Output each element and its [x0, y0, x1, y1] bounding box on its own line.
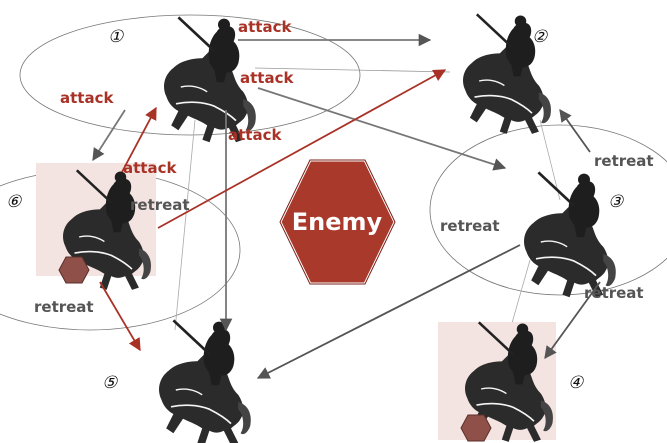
label-retreat-6-5: retreat	[34, 298, 94, 316]
label-attack-1-3: attack	[240, 69, 294, 87]
enemy-label: Enemy	[292, 208, 383, 236]
orbit-arc-top-left	[19, 14, 361, 136]
knight-number-1: ①	[108, 27, 124, 47]
knight-number-2: ②	[532, 27, 548, 47]
label-retreat-3-5: retreat	[440, 217, 500, 235]
arrow-3-to-4	[544, 281, 601, 360]
arrow-6-to-5	[99, 281, 141, 352]
label-attack-1-6: attack	[60, 89, 114, 107]
arrow-6-to-1	[121, 106, 157, 173]
guide-line	[539, 119, 561, 201]
arrow-1-to-6	[92, 109, 126, 162]
knight-number-4: ④	[568, 373, 584, 393]
arrow-1-to-3	[257, 87, 507, 171]
knight-number-3: ③	[608, 192, 624, 212]
knight-3[interactable]	[522, 171, 618, 299]
label-attack-6-1: attack	[123, 159, 177, 177]
small-hexagon-4	[460, 414, 492, 442]
knight-5[interactable]	[157, 319, 253, 443]
label-attack-1-2: attack	[238, 18, 292, 36]
small-hexagon-6	[58, 256, 90, 284]
guide-line	[509, 259, 531, 331]
label-retreat-3-4: retreat	[584, 284, 644, 302]
arrow-3-to-5	[256, 244, 521, 379]
enemy-hexagon[interactable]: Enemy	[278, 158, 397, 286]
orbit-arc-right	[429, 124, 667, 296]
arrow-3-to-2	[559, 108, 591, 153]
guide-line	[254, 67, 451, 73]
arrow-6-to-2	[157, 69, 447, 229]
label-retreat-3-2: retreat	[594, 152, 654, 170]
knight-number-6: ⑥	[6, 192, 22, 212]
label-attack-1-5: attack	[228, 126, 282, 144]
knight-number-5: ⑤	[102, 373, 118, 393]
label-retreat-6-2: retreat	[130, 196, 190, 214]
guide-line	[174, 119, 196, 331]
